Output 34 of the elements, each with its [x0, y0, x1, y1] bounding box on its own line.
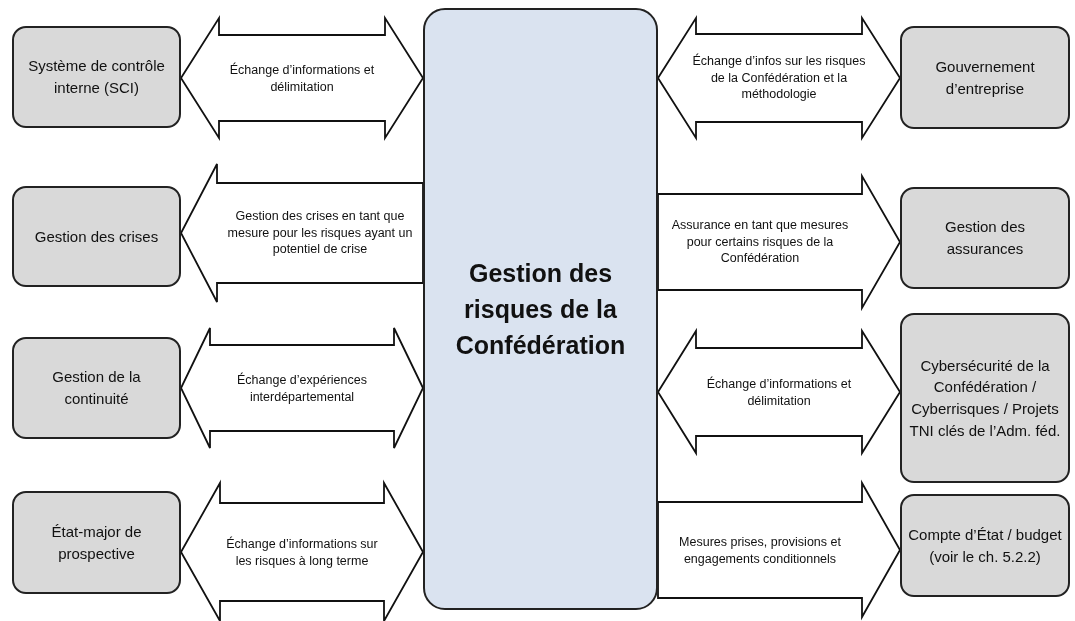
- box-label: Compte d’État / budget (voir le ch. 5.2.2): [908, 524, 1062, 567]
- box-label: Gestion des assurances: [943, 217, 1026, 259]
- edge-label: Échange d’infos sur les risques de la Confédération et la méthodologie: [691, 53, 867, 103]
- edge-label: Échange d’informations sur les risques à long terme: [225, 535, 379, 569]
- box-label: État-major de prospective: [50, 521, 143, 564]
- edge-label: Échange d’expériences interdépartemental: [236, 371, 368, 405]
- process-box: [900, 494, 1070, 597]
- process-box: [12, 26, 181, 128]
- process-box: [900, 26, 1070, 129]
- block-arrow: [657, 479, 902, 621]
- box-label: Gestion des crises: [34, 226, 159, 247]
- block-arrow: [180, 327, 424, 449]
- box-label: Gestion des risques de la Confédération: [454, 257, 627, 362]
- block-arrow: [656, 327, 902, 457]
- edge-label: Assurance en tant que mesures pour certains risques de la Confédération: [670, 217, 850, 267]
- box-label: Cybersécurité de la Confédération / Cyberrisques / Projets TNI clés de l’Adm. féd.: [908, 355, 1062, 441]
- block-arrow: [179, 479, 425, 621]
- edge-label: Échange d’informations et délimitation: [228, 61, 376, 95]
- edge-label: Gestion des crises en tant que mesure pour les risques ayant un potentiel de crise: [226, 208, 414, 258]
- box-label: Gouvernement d’entreprise: [934, 56, 1036, 99]
- block-arrow: [179, 14, 425, 142]
- central-box: [423, 8, 658, 610]
- box-label: Système de contrôle interne (SCI): [27, 56, 166, 98]
- process-box: [12, 491, 181, 594]
- edge-label: Échange d’informations et délimitation: [705, 375, 853, 409]
- box-label: Gestion de la continuité: [51, 367, 142, 409]
- edge-label: Mesures prises, provisions et engagements conditionnels: [678, 533, 842, 567]
- block-arrow: [180, 163, 424, 303]
- block-arrow: [657, 172, 902, 312]
- process-box: [12, 337, 181, 439]
- block-arrow: [656, 14, 902, 142]
- process-box: [900, 187, 1070, 289]
- process-box: [900, 313, 1070, 483]
- process-box: [12, 186, 181, 287]
